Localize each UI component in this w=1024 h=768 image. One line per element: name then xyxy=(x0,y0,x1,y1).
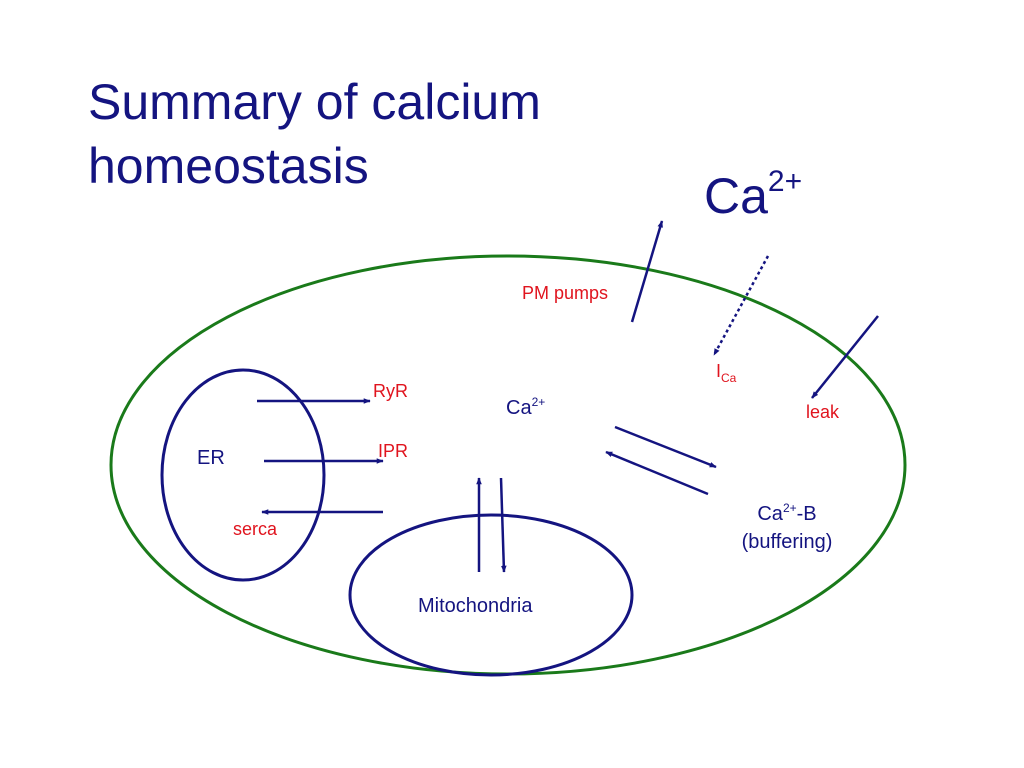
pm-pump-arrow xyxy=(630,220,664,323)
mito-uptake-arrow xyxy=(499,477,507,573)
er-label: ER xyxy=(197,447,225,469)
buffer-binding-arrow xyxy=(614,425,717,469)
i-ca-arrow xyxy=(712,255,770,356)
leak-arrow xyxy=(811,315,879,399)
pm-pumps-label: PM pumps xyxy=(522,283,609,303)
cytosol-ion: Ca xyxy=(506,397,532,419)
buffer-note: (buffering) xyxy=(741,531,833,553)
title-line-1: Summary of calcium xyxy=(88,74,541,130)
cytosol-calcium-label: Ca2+ xyxy=(506,395,545,420)
er-outline xyxy=(160,368,326,582)
slide-title: Summary of calcium homeostasis xyxy=(88,70,541,198)
title-line-2: homeostasis xyxy=(88,138,369,194)
mitochondria-outline xyxy=(348,513,634,677)
extracellular-charge: 2+ xyxy=(767,165,803,198)
buffer-charge: 2+ xyxy=(782,501,797,515)
ipr-label: IPR xyxy=(378,441,409,461)
extracellular-ion: Ca xyxy=(704,168,768,224)
i-ca-label: ICa xyxy=(716,361,736,385)
mitochondria-label: Mitochondria xyxy=(418,595,533,617)
i-ca-main: I xyxy=(716,361,722,381)
serca-label: serca xyxy=(233,519,278,539)
buffer-suffix: -B xyxy=(796,503,817,525)
extracellular-calcium-label: Ca2+ xyxy=(704,152,802,226)
leak-label: leak xyxy=(806,402,840,422)
buffer-release-arrow xyxy=(605,450,709,496)
i-ca-subscript: Ca xyxy=(721,371,737,385)
cytosol-charge: 2+ xyxy=(531,395,546,409)
buffer-ion: Ca xyxy=(757,503,783,525)
buffer-label: Ca2+-B (buffering) xyxy=(722,494,852,556)
ryr-label: RyR xyxy=(373,381,408,401)
buffer-species: Ca2+-B xyxy=(722,494,852,528)
